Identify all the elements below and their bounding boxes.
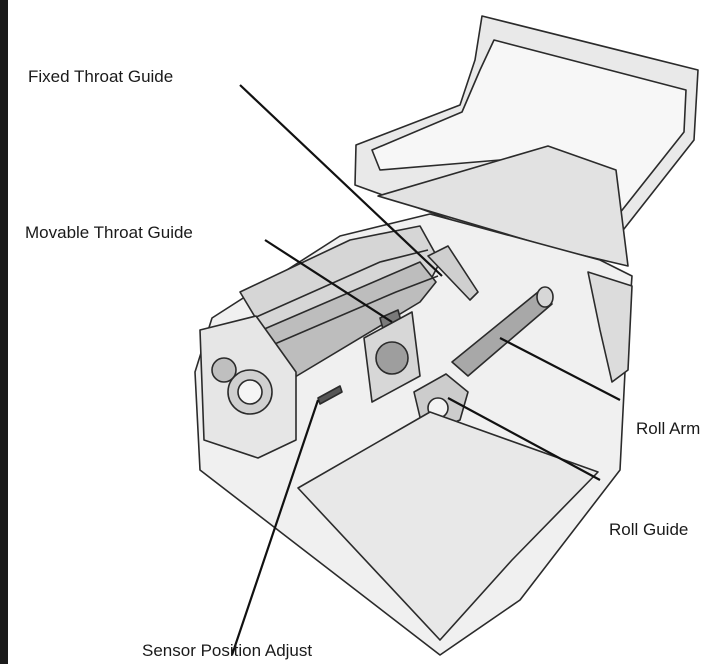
printer-illustration	[194, 15, 699, 656]
movable-throat-guide-leader	[264, 239, 393, 323]
label-fixed-throat-guide: Fixed Throat Guide	[28, 67, 174, 86]
leader-lines	[230, 84, 621, 656]
roll-arm-end	[536, 286, 554, 308]
fixed-throat-guide-leader	[239, 84, 443, 277]
sensor-slot	[317, 385, 343, 405]
print-head-rail-2	[269, 275, 439, 347]
sensor-position-adjust-leader	[230, 399, 320, 656]
roll-spindle-small	[211, 357, 237, 383]
right-side-panel	[587, 271, 633, 383]
print-head-rail	[253, 249, 429, 319]
label-movable-throat-guide: Movable Throat Guide	[25, 223, 193, 242]
roll-spindle-large-inner	[237, 379, 263, 405]
roll-arm-leader	[499, 337, 621, 401]
roll-guide-leader	[447, 397, 601, 481]
label-sensor-position-adjust: Sensor Position Adjust	[142, 641, 313, 660]
fixed-throat-guide-part	[427, 245, 479, 301]
roll-arm-part	[451, 291, 553, 377]
bottom-output-tray	[297, 411, 599, 641]
label-roll-guide: Roll Guide	[609, 520, 689, 539]
page-frame-bar	[0, 0, 8, 664]
cassette-hub	[375, 341, 409, 375]
label-roll-arm: Roll Arm	[636, 419, 701, 438]
